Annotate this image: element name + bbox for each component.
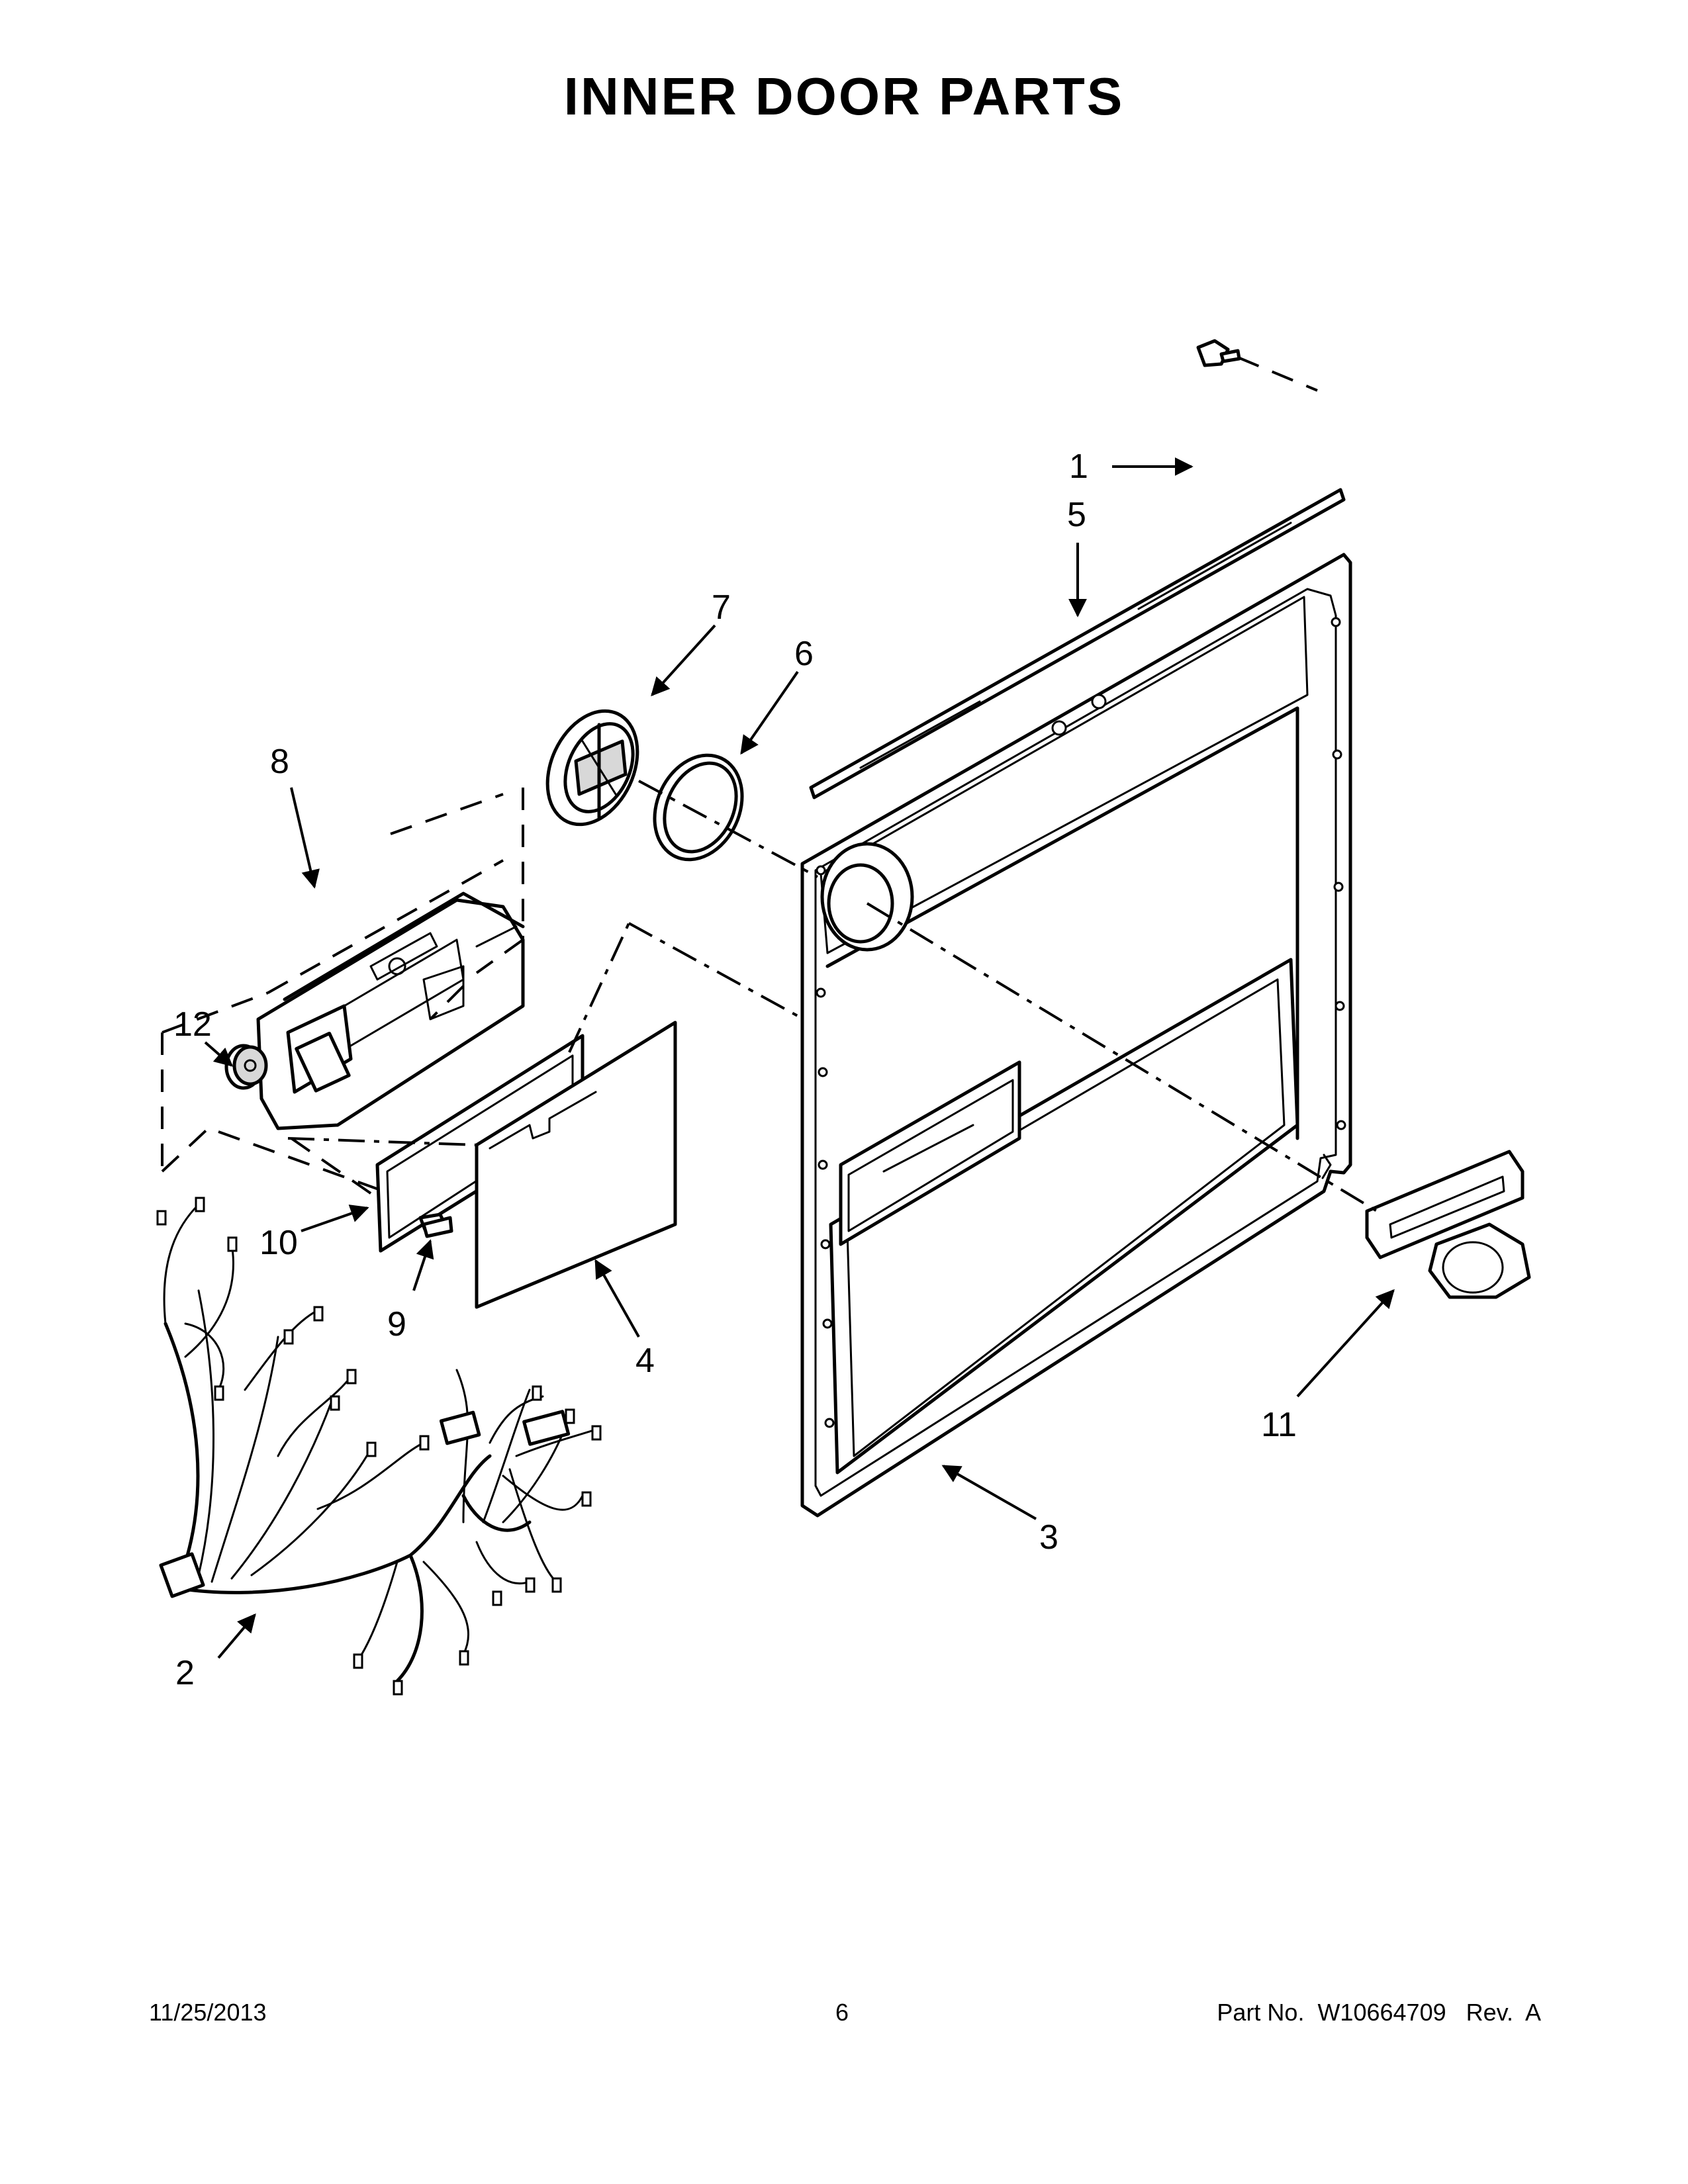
callout-2: 2 (175, 1654, 195, 1692)
insulation-panel-part-4 (475, 1021, 677, 1309)
footer-part-number: Part No. W10664709 Rev. A (1217, 1999, 1541, 2026)
callout-1: 1 (1069, 447, 1088, 486)
callout-12: 12 (173, 1005, 212, 1044)
callout-6: 6 (794, 635, 814, 673)
footer-date: 11/25/2013 (149, 1999, 267, 2026)
fitting-part-12 (224, 1044, 268, 1090)
callout-3: 3 (1039, 1518, 1058, 1557)
gasket-ring-part-6 (653, 753, 744, 862)
leader-lines (204, 457, 1395, 1659)
callout-8: 8 (270, 743, 289, 781)
screw-part-9 (418, 1212, 453, 1238)
page-title: INNER DOOR PARTS (563, 67, 1125, 126)
callout-5: 5 (1067, 496, 1086, 534)
callout-7: 7 (712, 588, 731, 627)
latch-assembly-part-11 (1365, 1150, 1531, 1299)
callout-4: 4 (635, 1342, 655, 1380)
inner-door-panel (800, 553, 1352, 1518)
callout-11: 11 (1261, 1406, 1297, 1444)
vent-cap-part-7 (545, 709, 639, 827)
dispenser-part-8 (161, 788, 525, 1199)
callout-10: 10 (259, 1224, 298, 1262)
callout-9: 9 (387, 1305, 406, 1343)
wire-harness-part-2 (156, 1197, 602, 1696)
top-trim-strip (809, 488, 1346, 799)
footer-page-number: 6 (835, 1999, 849, 2026)
screw-part-1 (1196, 339, 1241, 367)
